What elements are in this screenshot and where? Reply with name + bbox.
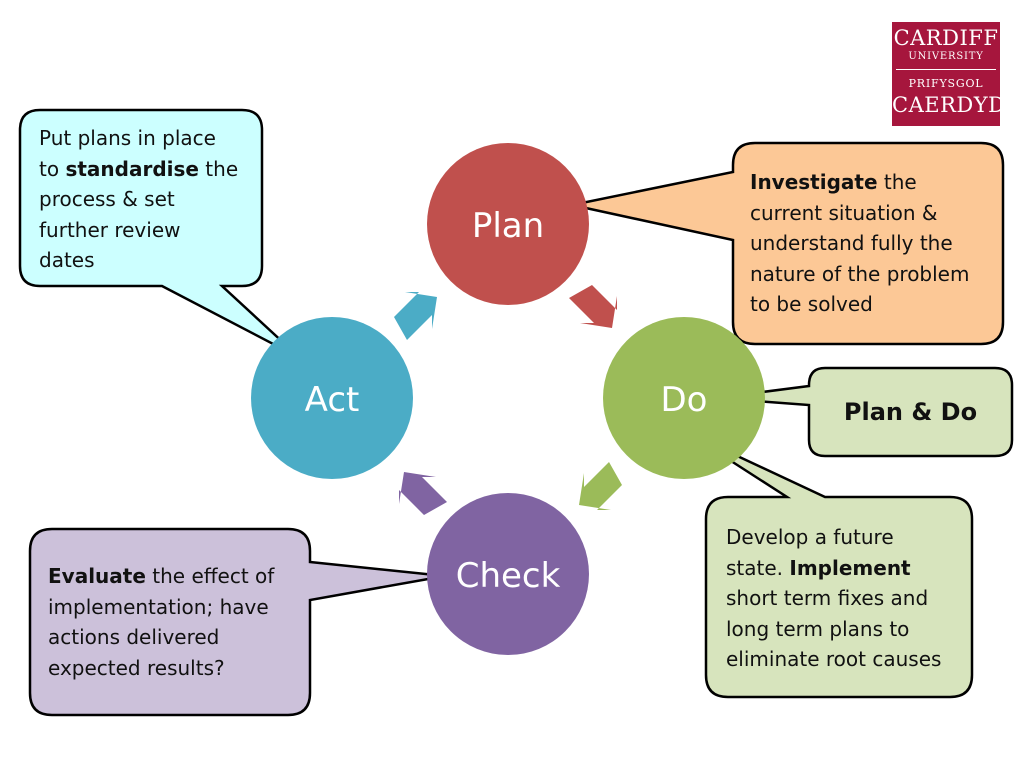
- do-label: Do: [661, 380, 708, 420]
- logo-university: UNIVERSITY: [908, 51, 984, 62]
- act-to-plan-arrow: [394, 292, 437, 340]
- check-label: Check: [456, 556, 561, 596]
- implement-emphasis: Implement: [789, 555, 911, 580]
- plan-do-callout-bubble: [715, 366, 1014, 458]
- plan-do-label: Plan & Do: [843, 398, 978, 426]
- investigate-emphasis: Investigate: [750, 170, 878, 194]
- cardiff-university-logo: CARDIFF UNIVERSITY PRIFYSGOL CAERDYDD: [892, 22, 1023, 126]
- logo-caerdydd: CAERDYDD: [892, 93, 1023, 117]
- logo-divider: [896, 69, 996, 70]
- logo-prifysgol: PRIFYSGOL: [908, 77, 984, 90]
- act-circle: [251, 317, 413, 479]
- check-callout-bubble: [28, 527, 446, 717]
- do-callout-text: Develop a future state. Implement short …: [726, 525, 942, 671]
- plan-callout-bubble: [571, 141, 1005, 346]
- check-to-act-arrow: [399, 472, 447, 515]
- do-to-check-arrow: [579, 462, 622, 510]
- do-callout-bubble: [685, 430, 974, 699]
- standardise-emphasis: standardise: [65, 156, 199, 181]
- logo-cardiff: CARDIFF: [893, 26, 999, 50]
- plan-to-do-arrow: [569, 285, 617, 328]
- do-circle: [603, 317, 765, 479]
- check-circle: [427, 493, 589, 655]
- act-callout-text: Put plans in place to standardise the pr…: [39, 126, 239, 272]
- evaluate-emphasis: Evaluate: [48, 564, 146, 588]
- act-label: Act: [305, 380, 360, 420]
- plan-callout-text: Investigate the current situation & unde…: [750, 170, 970, 316]
- plan-label: Plan: [472, 206, 544, 246]
- check-callout-text: Evaluate the effect of implementation; h…: [48, 564, 275, 680]
- plan-circle: [427, 143, 589, 305]
